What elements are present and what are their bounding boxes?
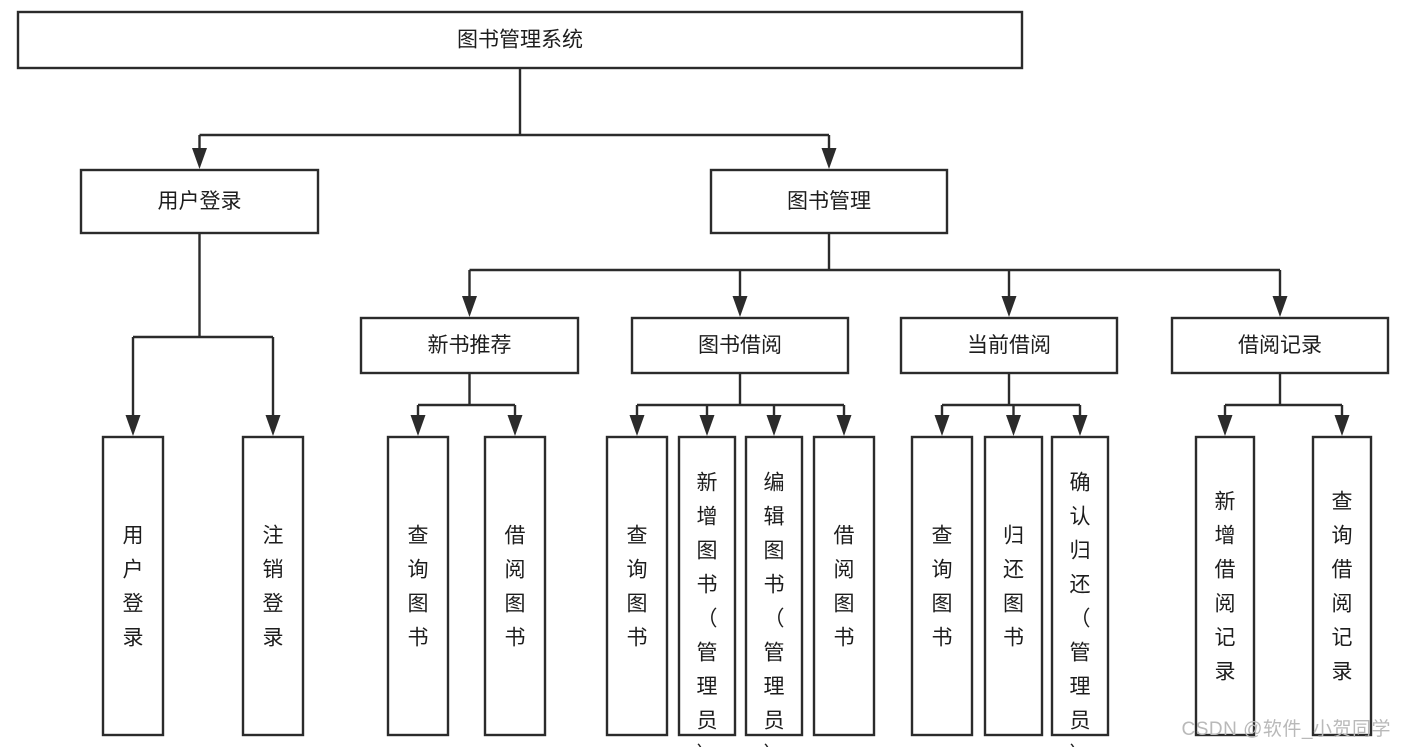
leaf-node-leaf-user-login[interactable]: 用户登录 bbox=[101, 435, 165, 737]
root-node-root[interactable]: 图书管理系统 bbox=[16, 10, 1024, 70]
node-box-user-login[interactable] bbox=[79, 168, 320, 235]
leaf-node-leaf-edit-book[interactable]: 编辑图书（管理员） bbox=[744, 435, 804, 747]
edges-layer bbox=[125, 68, 1350, 436]
node-box-leaf-query-borrow-record[interactable] bbox=[1311, 435, 1373, 737]
node-box-leaf-borrow-book-recommend[interactable] bbox=[483, 435, 547, 737]
watermark-text: CSDN @软件_小贺同学 bbox=[1181, 719, 1391, 740]
node-label-leaf-logout-login: 注销登录 bbox=[263, 524, 284, 649]
leaf-node-leaf-borrow-book[interactable]: 借阅图书 bbox=[812, 435, 876, 737]
edge-group-borrow-record bbox=[1217, 373, 1350, 436]
level2-node-book-borrow[interactable]: 图书借阅 bbox=[630, 316, 850, 375]
node-label-leaf-add-borrow-record: 新增借阅记录 bbox=[1215, 490, 1236, 683]
node-label-book-borrow: 图书借阅 bbox=[698, 334, 782, 357]
node-box-leaf-query-book-recommend[interactable] bbox=[386, 435, 450, 737]
leaf-node-leaf-borrow-book-recommend[interactable]: 借阅图书 bbox=[483, 435, 547, 737]
node-label-user-login: 用户登录 bbox=[158, 190, 242, 213]
node-label-leaf-query-book-recommend: 查询图书 bbox=[408, 524, 429, 649]
leaf-node-leaf-add-borrow-record[interactable]: 新增借阅记录 bbox=[1194, 435, 1256, 737]
node-label-leaf-add-book: 新增图书（管理员） bbox=[697, 471, 718, 747]
edge-group-new-book-recommend bbox=[410, 373, 523, 436]
node-label-leaf-query-book-borrow: 查询图书 bbox=[627, 524, 648, 649]
node-box-leaf-add-borrow-record[interactable] bbox=[1194, 435, 1256, 737]
node-box-borrow-record[interactable] bbox=[1170, 316, 1390, 375]
leaf-node-leaf-query-borrow-record[interactable]: 查询借阅记录 bbox=[1311, 435, 1373, 737]
node-label-new-book-recommend: 新书推荐 bbox=[428, 334, 512, 357]
node-label-leaf-borrow-book: 借阅图书 bbox=[834, 524, 855, 649]
nodes-layer: 图书管理系统用户登录图书管理新书推荐图书借阅当前借阅借阅记录用户登录注销登录查询… bbox=[16, 10, 1390, 747]
leaf-node-leaf-add-book[interactable]: 新增图书（管理员） bbox=[677, 435, 737, 747]
node-label-leaf-query-borrow-record: 查询借阅记录 bbox=[1332, 490, 1353, 683]
node-label-current-borrow: 当前借阅 bbox=[967, 334, 1051, 357]
edge-group-root bbox=[192, 68, 837, 169]
node-box-new-book-recommend[interactable] bbox=[359, 316, 580, 375]
node-label-leaf-edit-book: 编辑图书（管理员） bbox=[764, 471, 785, 747]
leaf-node-leaf-logout-login[interactable]: 注销登录 bbox=[241, 435, 305, 737]
node-box-leaf-query-book-current[interactable] bbox=[910, 435, 974, 737]
node-label-borrow-record: 借阅记录 bbox=[1238, 334, 1322, 357]
level2-node-borrow-record[interactable]: 借阅记录 bbox=[1170, 316, 1390, 375]
node-label-leaf-return-book: 归还图书 bbox=[1003, 524, 1024, 649]
node-label-root: 图书管理系统 bbox=[457, 29, 583, 52]
node-box-leaf-query-book-borrow[interactable] bbox=[605, 435, 669, 737]
level1-node-user-login[interactable]: 用户登录 bbox=[79, 168, 320, 235]
node-box-leaf-add-book[interactable] bbox=[677, 435, 737, 737]
leaf-node-leaf-query-book-current[interactable]: 查询图书 bbox=[910, 435, 974, 737]
node-box-leaf-borrow-book[interactable] bbox=[812, 435, 876, 737]
node-label-leaf-query-book-current: 查询图书 bbox=[932, 524, 953, 649]
leaf-node-leaf-query-book-borrow[interactable]: 查询图书 bbox=[605, 435, 669, 737]
node-label-book-management: 图书管理 bbox=[787, 190, 871, 213]
edge-group-user-login bbox=[125, 233, 281, 436]
node-box-leaf-user-login[interactable] bbox=[101, 435, 165, 737]
leaf-node-leaf-return-book[interactable]: 归还图书 bbox=[983, 435, 1044, 737]
node-label-leaf-user-login: 用户登录 bbox=[123, 524, 144, 649]
node-label-leaf-borrow-book-recommend: 借阅图书 bbox=[505, 524, 526, 649]
node-box-book-borrow[interactable] bbox=[630, 316, 850, 375]
node-box-book-management[interactable] bbox=[709, 168, 949, 235]
level2-node-new-book-recommend[interactable]: 新书推荐 bbox=[359, 316, 580, 375]
level1-node-book-management[interactable]: 图书管理 bbox=[709, 168, 949, 235]
node-box-leaf-confirm-return[interactable] bbox=[1050, 435, 1110, 737]
leaf-node-leaf-confirm-return[interactable]: 确认归还（管理员） bbox=[1050, 435, 1110, 747]
node-box-leaf-return-book[interactable] bbox=[983, 435, 1044, 737]
node-box-leaf-logout-login[interactable] bbox=[241, 435, 305, 737]
edge-group-book-borrow bbox=[629, 373, 852, 436]
node-box-root[interactable] bbox=[16, 10, 1024, 70]
leaf-node-leaf-query-book-recommend[interactable]: 查询图书 bbox=[386, 435, 450, 737]
node-box-current-borrow[interactable] bbox=[899, 316, 1119, 375]
node-label-leaf-confirm-return: 确认归还（管理员） bbox=[1070, 471, 1091, 747]
node-box-leaf-edit-book[interactable] bbox=[744, 435, 804, 737]
edge-group-current-borrow bbox=[934, 373, 1088, 436]
level2-node-current-borrow[interactable]: 当前借阅 bbox=[899, 316, 1119, 375]
edge-group-book-management bbox=[462, 233, 1288, 317]
